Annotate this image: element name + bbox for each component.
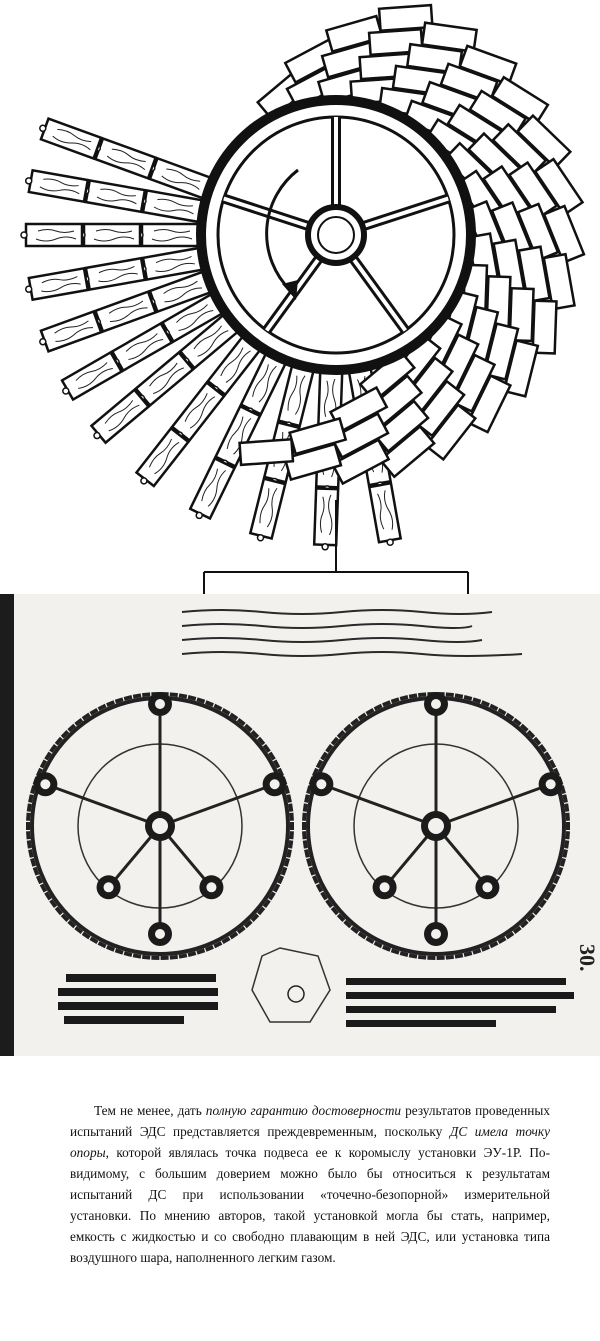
hexagon-sketch: [251, 947, 331, 1023]
handwritten-caption: [181, 609, 523, 657]
waterwheel-figure: [20, 3, 586, 600]
wheel-planks-rear: [20, 3, 586, 551]
page-number: 30.: [575, 944, 600, 972]
plank-chain: [134, 335, 262, 488]
handwritten-notes-right: [346, 978, 574, 1027]
text-emphasis: полную гарантию достоверности: [205, 1103, 402, 1118]
gear-wheel-right: [302, 691, 570, 961]
plank-chain: [20, 222, 200, 248]
plank-chain: [188, 352, 288, 521]
text-emphasis: ДС имела точку опоры: [70, 1124, 550, 1160]
stand-bracket: [203, 500, 469, 600]
plank-chain-folded: [464, 199, 540, 398]
plank-chain-folded: [316, 42, 518, 105]
plank-chain-folded: [442, 141, 576, 311]
plank-chain: [39, 117, 212, 200]
text-run: результатов проведенных испытаний ЭДС пр…: [70, 1103, 550, 1139]
rotation-arrow-icon: [265, 168, 299, 292]
plank-chain: [60, 292, 224, 402]
text-run: , которой являлась точка подвеса ее к ко…: [70, 1145, 550, 1265]
manuscript-figure: 30.: [0, 594, 600, 1056]
gear-wheel-left: [26, 691, 294, 961]
plank-chain-folded: [283, 333, 442, 482]
text-run: Тем не менее, дать: [94, 1103, 206, 1118]
plank-chain: [39, 270, 212, 353]
plank-chain-folded: [238, 349, 417, 467]
plank-chain: [89, 313, 240, 445]
wheel-spokes: [222, 117, 450, 334]
plank-chain-folded: [255, 3, 434, 121]
handwritten-notes-left: [58, 974, 218, 1024]
plank-chain: [24, 246, 204, 302]
body-paragraph: Тем не менее, дать полную гарантию досто…: [70, 1100, 550, 1268]
plank-chain: [24, 168, 204, 224]
